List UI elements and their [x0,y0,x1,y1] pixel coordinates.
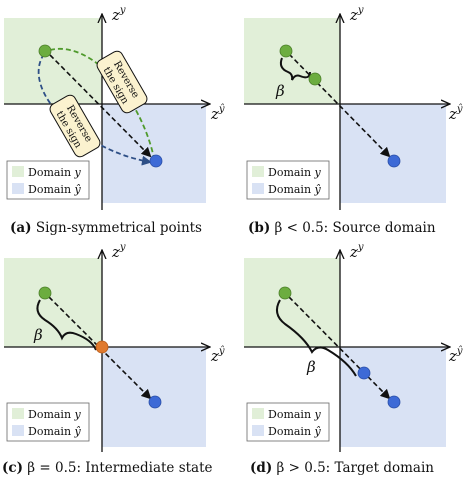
beta-brace [275,299,357,377]
source-point [38,44,52,58]
svg-text:Domain ŷ: Domain ŷ [268,425,322,438]
caption-a: (a) Sign-symmetrical points [10,220,202,236]
panel-d: zy zŷ β Domain y Domain ŷ (d) β > 0.5: T… [244,242,463,476]
legend: Domain y Domain ŷ [246,160,330,200]
reverse-sign-arrow-green [41,47,155,159]
target-point [387,154,401,168]
panel-a: zy zŷ Reverse the sign Reverse the sign … [4,5,225,236]
svg-text:Domain y: Domain y [268,166,322,179]
svg-text:Domain y: Domain y [28,166,82,179]
horizontal-axis-label: zŷ [210,104,225,123]
vertical-axis-label: zy [349,5,364,24]
horizontal-axis-label: zŷ [448,104,463,123]
domain-y-quadrant [4,258,102,347]
target-point [148,395,162,409]
vertical-axis-label: zy [111,5,126,24]
caption-c: (c) β = 0.5: Intermediate state [2,460,213,476]
horizontal-axis-label: zŷ [210,346,225,365]
mixed-point [357,366,371,380]
legend: Domain y Domain ŷ [6,160,90,200]
vertical-axis-label: zy [111,242,126,261]
source-point [278,286,292,300]
mixed-point [308,72,322,86]
legend: Domain y Domain ŷ [246,402,330,442]
beta-brace [36,299,97,351]
panel-c: zy zŷ β Domain y Domain ŷ (c) β = 0.5: I… [2,242,225,476]
svg-text:Domain ŷ: Domain ŷ [28,183,82,196]
beta-label: β [275,82,285,100]
domain-yhat-quadrant [340,104,446,203]
vertical-axis-label: zy [349,242,364,261]
target-point [149,154,163,168]
intermediate-point [95,340,109,354]
svg-text:Domain ŷ: Domain ŷ [268,183,322,196]
beta-label: β [306,358,316,376]
source-point [38,286,52,300]
svg-text:Domain y: Domain y [28,408,82,421]
legend: Domain y Domain ŷ [6,402,90,442]
svg-text:Domain ŷ: Domain ŷ [28,425,82,438]
caption-b: (b) β < 0.5: Source domain [248,220,436,236]
caption-d: (d) β > 0.5: Target domain [250,460,434,476]
beta-brace [279,57,311,81]
svg-text:Domain y: Domain y [268,408,322,421]
source-point [279,44,293,58]
horizontal-axis-label: zŷ [448,346,463,365]
beta-label: β [33,326,43,344]
reverse-sign-arrow-navy [37,53,152,166]
panel-b: zy zŷ β Domain y Domain ŷ (b) β < 0.5: S… [244,5,463,236]
target-point [387,395,401,409]
domain-y-quadrant [4,18,102,104]
